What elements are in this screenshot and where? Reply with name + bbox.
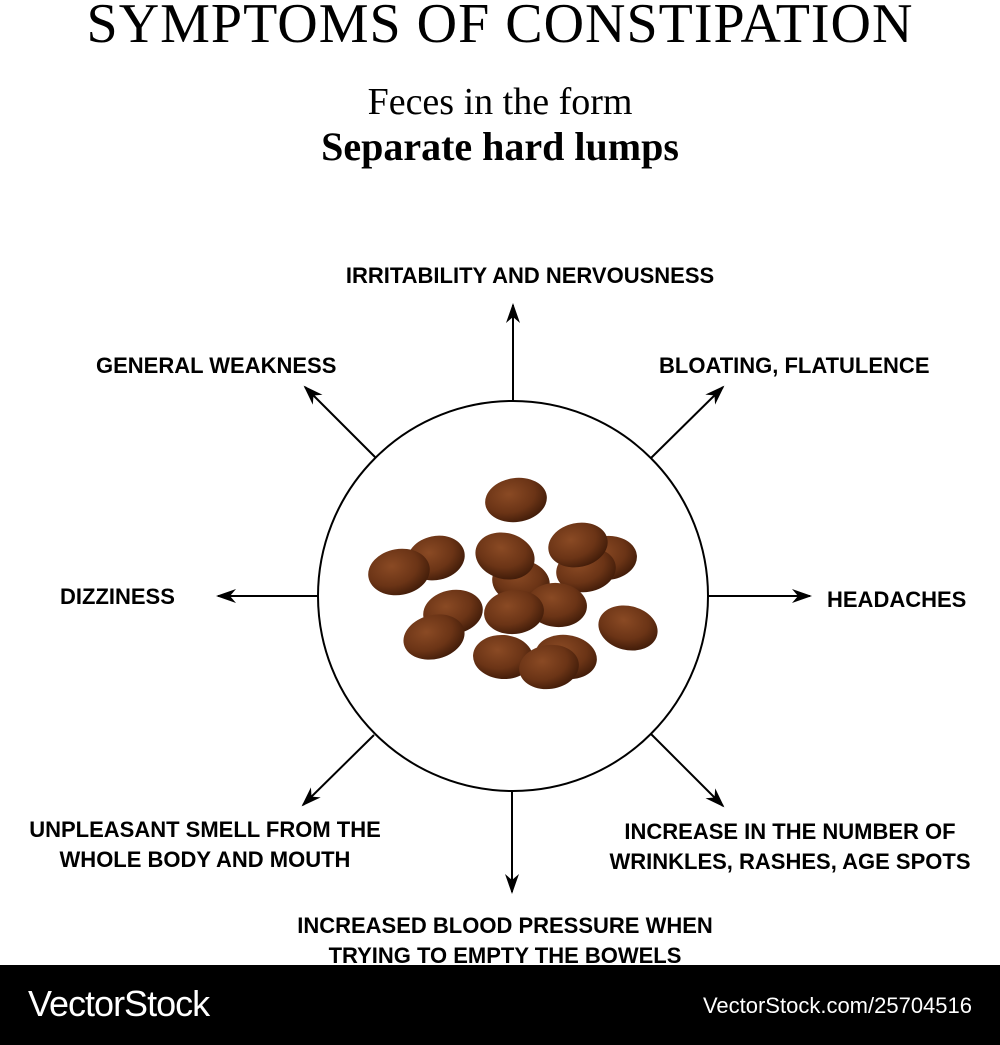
lump <box>485 477 547 523</box>
footer-url: VectorStock.com/25704516 <box>702 993 972 1018</box>
symptom-left: DIZZINESS <box>60 584 175 609</box>
lump <box>403 614 465 660</box>
lump <box>598 605 658 651</box>
footer-bar: VectorStock VectorStock.com/25704516 <box>0 965 1000 1045</box>
symptom-bottom-left-line-1: UNPLEASANT SMELL FROM THE <box>29 817 381 842</box>
symptom-bottom-line-1: INCREASED BLOOD PRESSURE WHEN <box>297 913 713 938</box>
symptom-bottom: INCREASED BLOOD PRESSURE WHEN TRYING TO … <box>230 911 780 971</box>
symptom-bottom-left-line-2: WHOLE BODY AND MOUTH <box>59 847 351 872</box>
arrow-top-left <box>303 385 376 458</box>
page-title: SYMPTOMS OF CONSTIPATION <box>86 0 914 55</box>
symptom-bottom-left: UNPLEASANT SMELL FROM THE WHOLE BODY AND… <box>0 815 410 875</box>
lump <box>548 522 608 568</box>
arrow-bottom-right <box>650 733 725 808</box>
subtitle-line-2: Separate hard lumps <box>321 124 679 169</box>
symptom-bottom-right-line-1: INCREASE IN THE NUMBER OF <box>624 819 956 844</box>
lump <box>473 634 533 680</box>
arrow-bottom-left <box>301 734 375 807</box>
lump <box>475 532 535 580</box>
lump <box>484 589 544 635</box>
symptom-bottom-line-2: TRYING TO EMPTY THE BOWELS <box>328 943 682 968</box>
symptom-top: IRRITABILITY AND NERVOUSNESS <box>345 263 715 288</box>
symptom-bottom-right: INCREASE IN THE NUMBER OF WRINKLES, RASH… <box>580 817 1000 877</box>
brand-logo: VectorStock <box>28 983 210 1024</box>
symptom-top-left: GENERAL WEAKNESS <box>96 353 337 378</box>
lump <box>368 548 430 596</box>
arrows <box>216 303 812 894</box>
lump <box>519 644 579 690</box>
symptom-bottom-right-line-2: WRINKLES, RASHES, AGE SPOTS <box>609 849 971 874</box>
subtitle-line-1: Feces in the form <box>367 81 633 123</box>
arrow-top-right <box>650 385 725 459</box>
symptom-right: HEADACHES <box>827 587 967 612</box>
symptom-top-right: BLOATING, FLATULENCE <box>659 353 930 378</box>
stool-lumps <box>368 477 658 690</box>
